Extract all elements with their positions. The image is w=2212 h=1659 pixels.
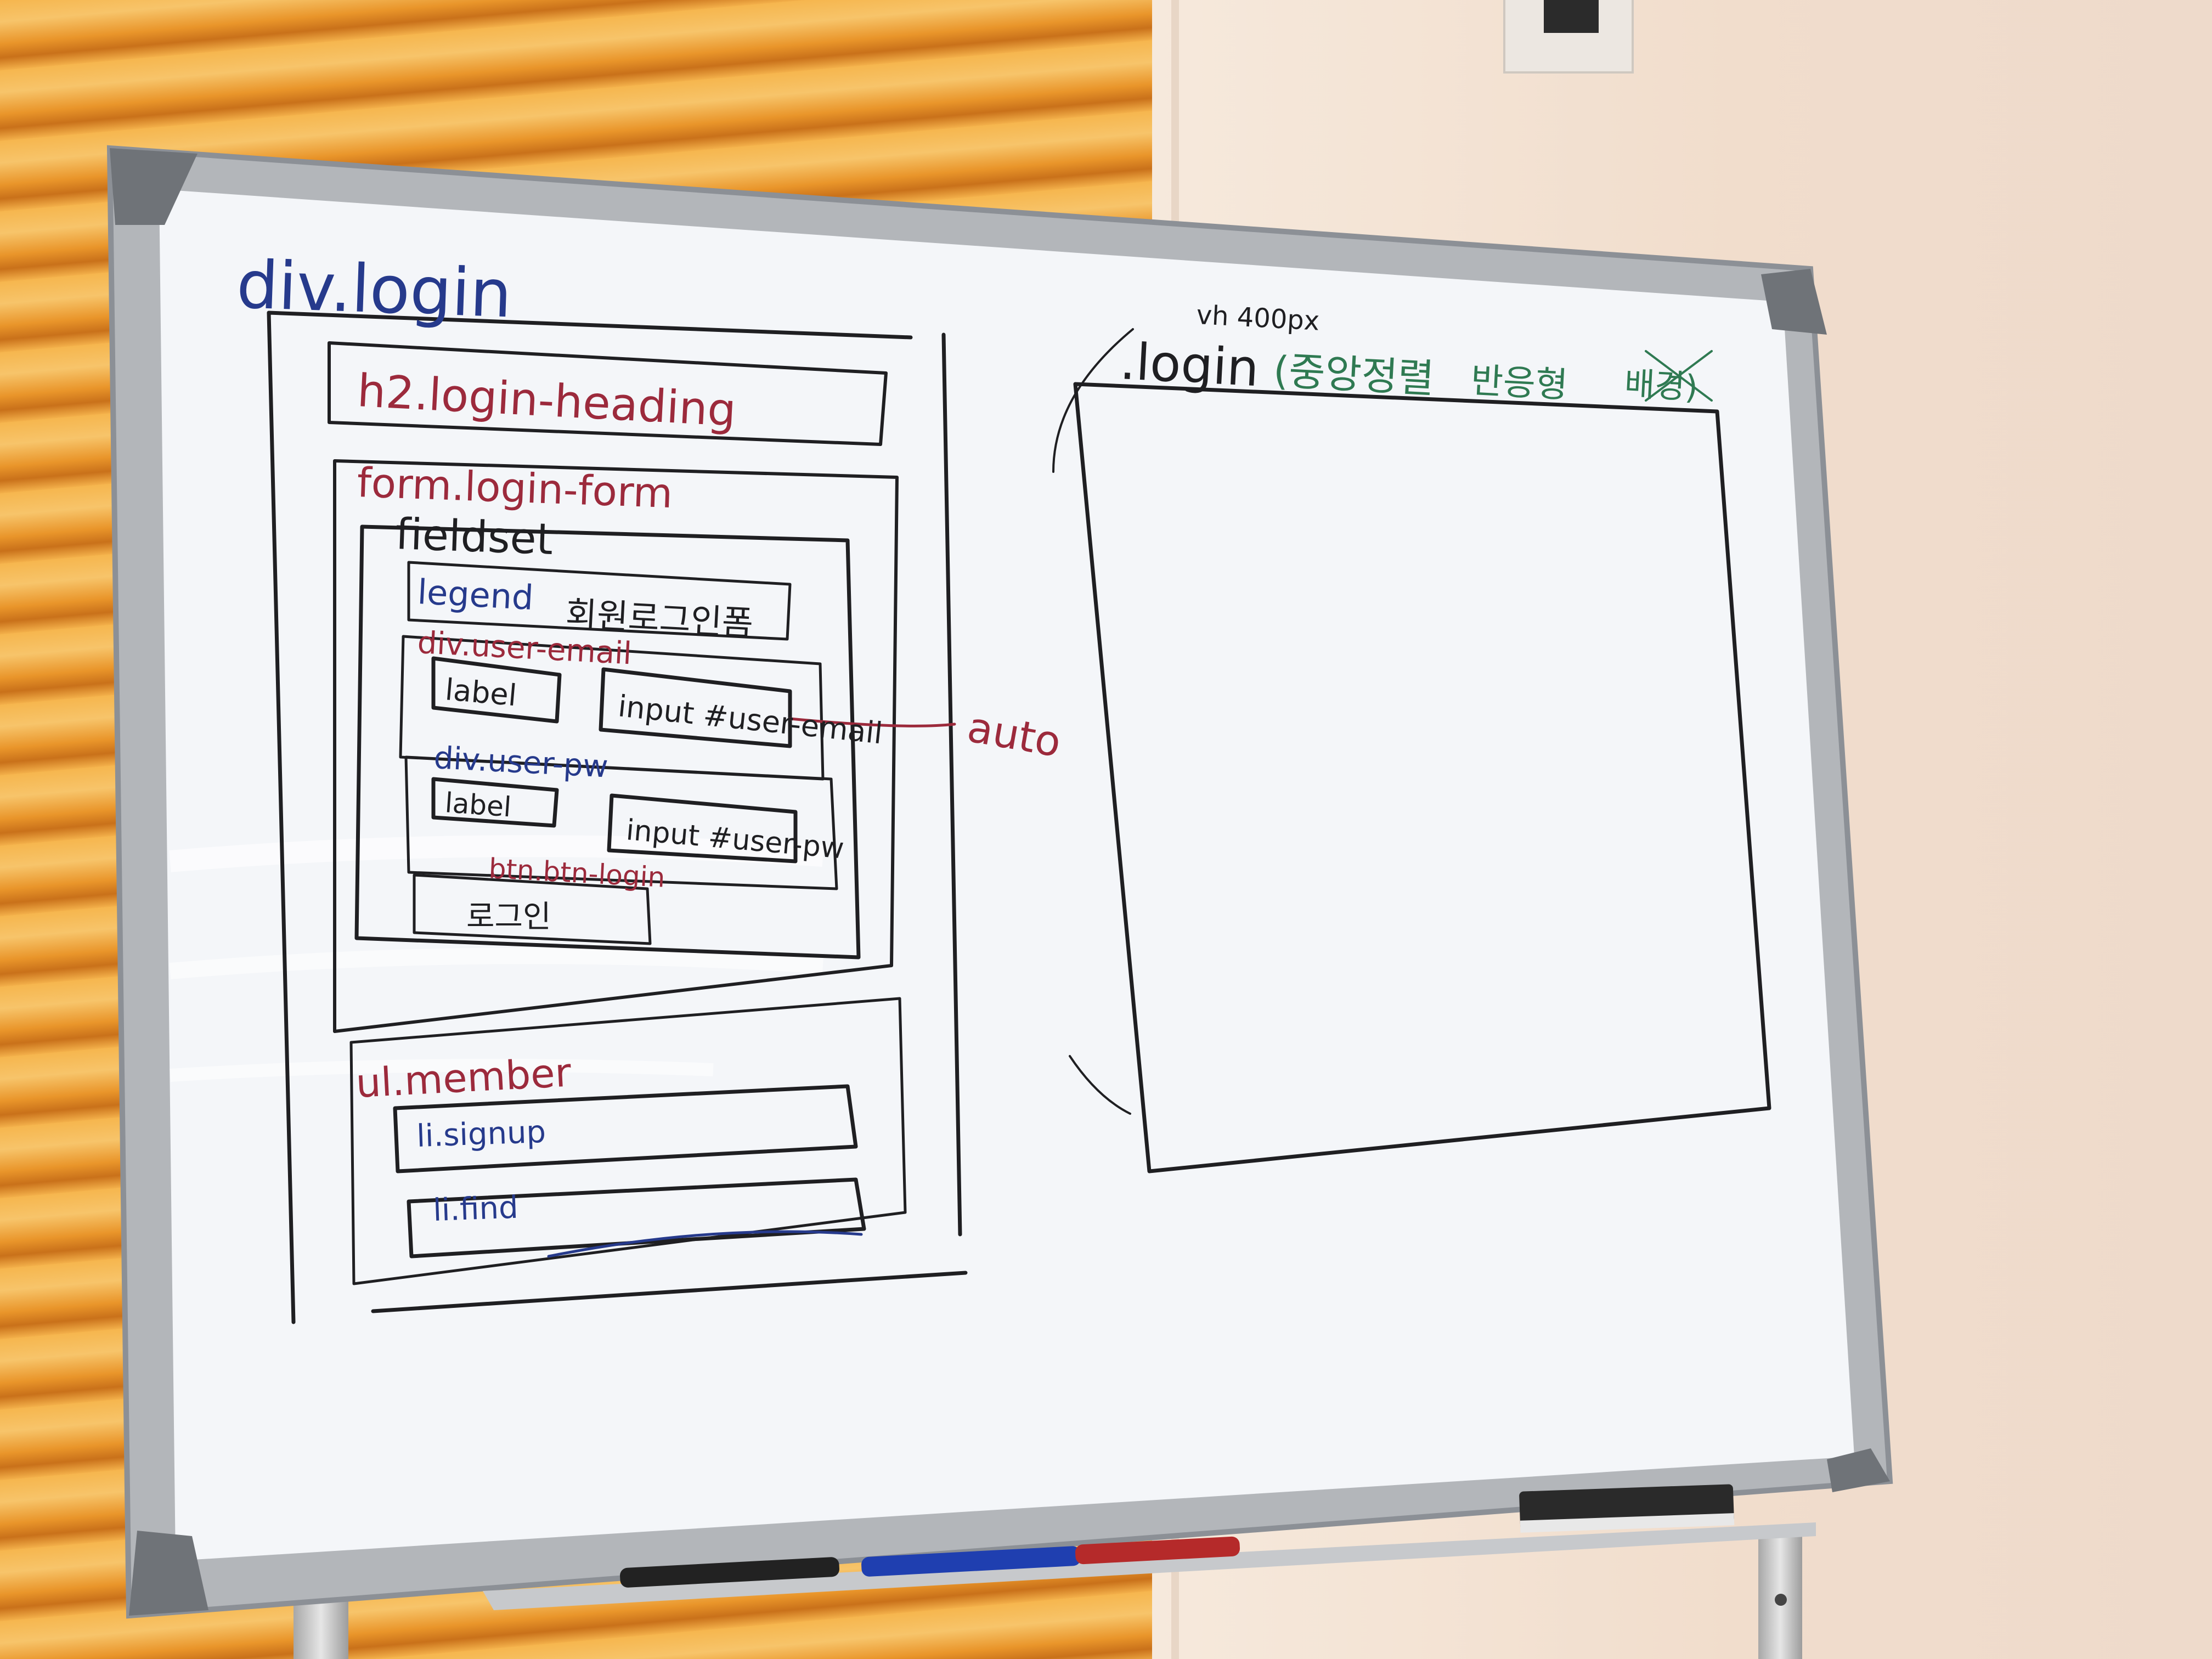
marker-red bbox=[1075, 1536, 1240, 1565]
stand-bolt bbox=[1775, 1594, 1787, 1606]
wall-device bbox=[1544, 0, 1599, 33]
pw-group-box bbox=[404, 755, 838, 890]
legend-text: 회원로그인폼 bbox=[565, 594, 754, 644]
member-label: ul.member bbox=[354, 1049, 572, 1107]
form-box bbox=[333, 459, 899, 1033]
label-2-text: label bbox=[444, 787, 512, 823]
button-box bbox=[413, 873, 652, 945]
frame-corner bbox=[1761, 269, 1827, 335]
frame-corner bbox=[110, 148, 198, 225]
responsive-note: 반응형 bbox=[1470, 360, 1568, 406]
legend-label: legend bbox=[416, 572, 534, 618]
legend-box bbox=[407, 561, 792, 641]
form-label: form.login-form bbox=[356, 459, 673, 517]
input-2-box bbox=[607, 793, 798, 864]
h2-box bbox=[328, 341, 888, 446]
label-1-text: label bbox=[444, 672, 518, 713]
bracket-left bbox=[1052, 328, 1134, 473]
eraser-felt bbox=[1520, 1513, 1735, 1533]
label-2-box bbox=[431, 777, 559, 828]
login-label: .login bbox=[1119, 332, 1261, 398]
label-1-box bbox=[431, 656, 562, 724]
li-find-text: li.find bbox=[432, 1190, 518, 1228]
wall-outlet-box bbox=[1503, 0, 1634, 74]
marker-tray bbox=[483, 1522, 1816, 1610]
login-box bbox=[1073, 382, 1771, 1173]
marker-blue bbox=[861, 1546, 1081, 1577]
glare-streak bbox=[169, 947, 823, 979]
bracket-bottom bbox=[1069, 1055, 1131, 1115]
ul-box bbox=[349, 997, 907, 1285]
glare-streak bbox=[170, 1059, 714, 1082]
li-signup-box bbox=[393, 1084, 858, 1173]
li-signup-text: li.signup bbox=[416, 1114, 546, 1154]
button-text: 로그인 bbox=[466, 899, 551, 935]
glare-streak bbox=[169, 835, 824, 872]
vh-note: vh 400px bbox=[1195, 300, 1320, 337]
fieldset-box bbox=[354, 524, 861, 960]
center-note: (중앙정렬 bbox=[1272, 347, 1435, 402]
scribble-line bbox=[547, 1230, 863, 1258]
strike-mark bbox=[1645, 350, 1713, 402]
title-text: div.login bbox=[235, 247, 513, 332]
div-login-box bbox=[267, 311, 968, 1324]
input-1-box bbox=[599, 667, 792, 748]
fieldset-label: fieldset bbox=[394, 510, 554, 565]
marker-black bbox=[620, 1557, 839, 1588]
frame-corner bbox=[129, 1531, 208, 1616]
li-find-box bbox=[407, 1177, 866, 1259]
background-note: 배경) bbox=[1623, 365, 1699, 407]
autofocus-arrow bbox=[788, 717, 956, 727]
frame-corner bbox=[1827, 1448, 1890, 1492]
